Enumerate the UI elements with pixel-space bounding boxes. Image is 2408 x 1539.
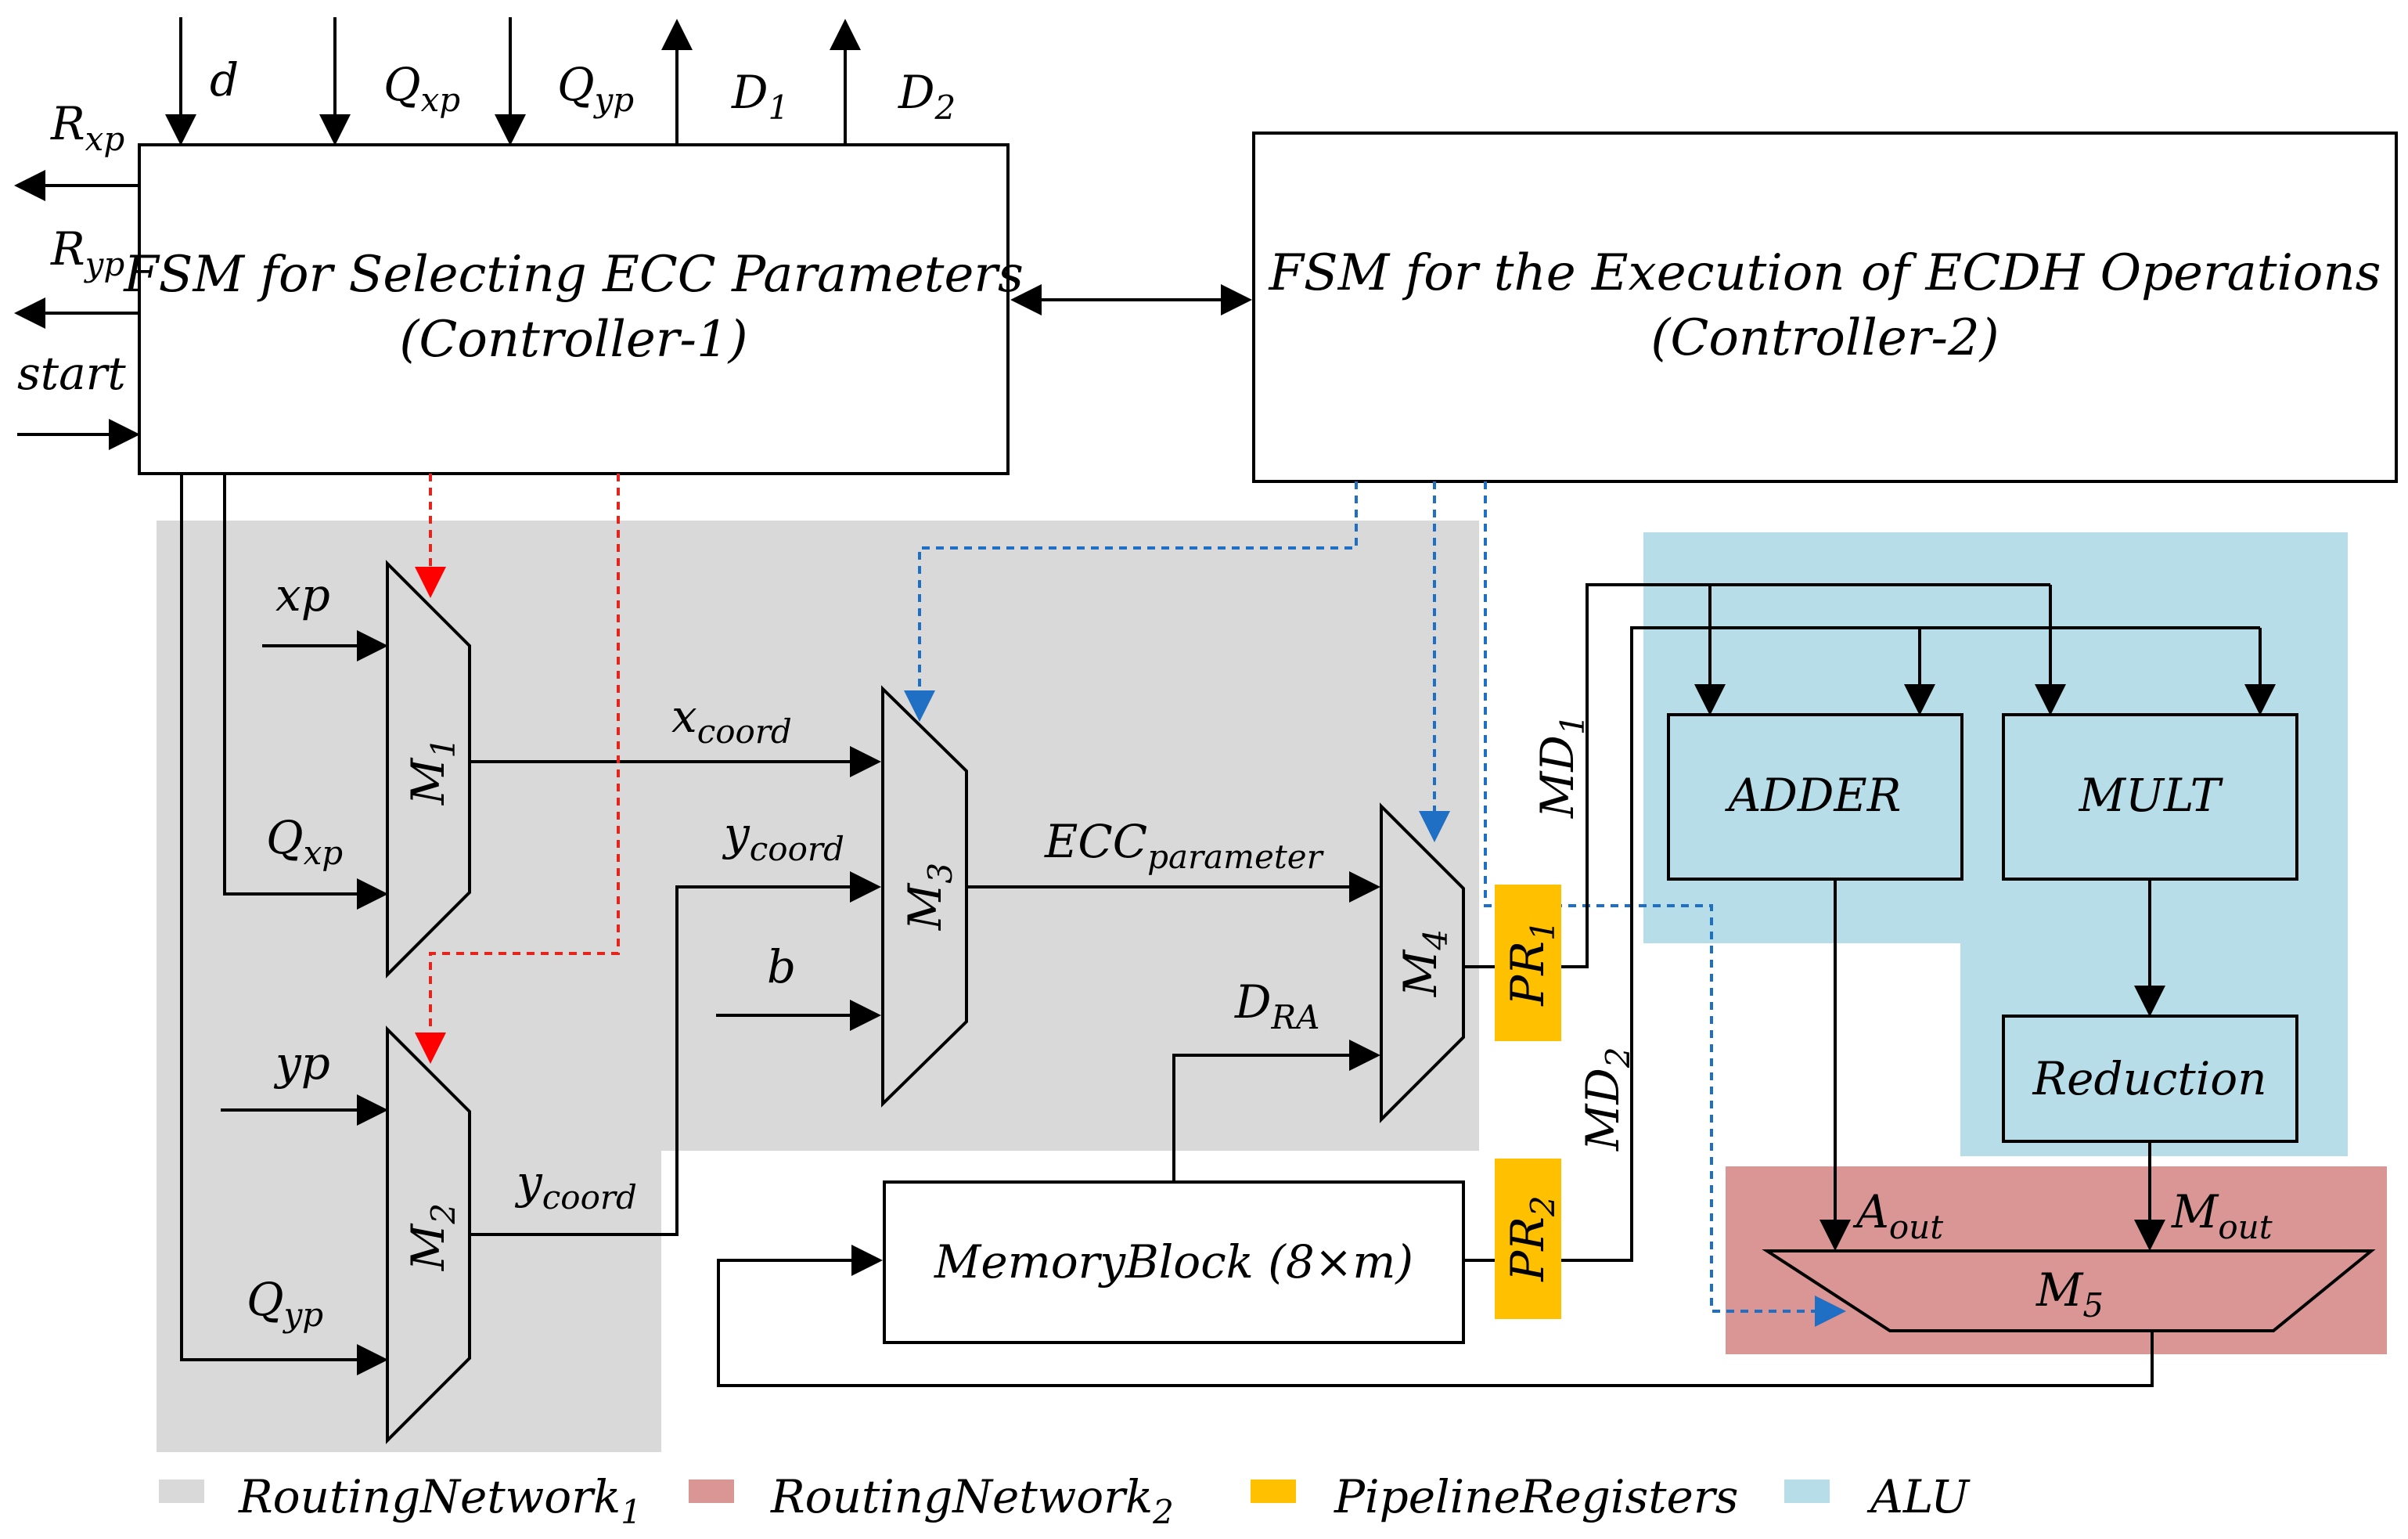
mux-m4: M4 — [1380, 802, 1465, 1123]
svg-text:MULT: MULT — [2079, 769, 2224, 822]
alu-mult: MULT — [2002, 713, 2298, 881]
svg-text:PipelineRegisters: PipelineRegisters — [1334, 1470, 1738, 1523]
svg-text:RoutingNetwork1: RoutingNetwork1 — [238, 1470, 642, 1531]
legend: RoutingNetwork1 RoutingNetwork2 Pipeline… — [159, 1470, 1971, 1531]
controller-1-subtitle: (Controller-1) — [399, 311, 747, 369]
controller-2-title: FSM for the Execution of ECDH Operations — [1268, 244, 2381, 302]
legend-item-routing-network-1: RoutingNetwork1 — [159, 1470, 642, 1531]
output-rxp-label: Rxp — [50, 97, 124, 158]
svg-text:ALU: ALU — [1866, 1470, 1971, 1523]
output-d1-label: D1 — [731, 66, 789, 127]
left-io: Rxp Ryp start — [14, 97, 140, 450]
m5-feedback-wire — [717, 1245, 2154, 1387]
svg-text:RoutingNetwork2: RoutingNetwork2 — [770, 1470, 1174, 1531]
signal-ecc-parameter-label: ECCparameter — [1044, 815, 1325, 876]
input-qxp-label: Qxp — [383, 58, 460, 119]
controller-2: FSM for the Execution of ECDH Operations… — [1252, 132, 2398, 483]
alu-output-wires: Aout Mout — [1819, 879, 2273, 1251]
pipeline-register-pr2: PR2 — [1495, 1159, 1562, 1319]
mux-m2: M2 — [386, 1025, 471, 1444]
input-qyp-label: Qyp — [557, 58, 634, 119]
signal-dra-label: DRA — [1234, 975, 1319, 1036]
legend-item-pipeline-registers: PipelineRegisters — [1251, 1470, 1738, 1523]
svg-text:PR1: PR1 — [1501, 920, 1562, 1006]
legend-item-alu: ALU — [1784, 1470, 1971, 1523]
input-start-label: start — [17, 347, 126, 400]
memory-block: MemoryBlock (8×m) — [883, 1180, 1465, 1344]
controller-2-subtitle: (Controller-2) — [1650, 309, 1999, 367]
svg-text:M4: M4 — [1394, 929, 1455, 997]
svg-text:M3: M3 — [898, 863, 959, 931]
output-ryp-label: Ryp — [50, 222, 124, 283]
controller-1-title: FSM for Selecting ECC Parameters — [123, 246, 1024, 304]
input-b-label: b — [767, 940, 796, 993]
top-io: d Qxp Qyp D1 D2 — [165, 17, 956, 146]
controller-1: FSM for Selecting ECC Parameters (Contro… — [123, 143, 1024, 475]
signal-aout-label: Aout — [1852, 1185, 1943, 1246]
svg-text:M5: M5 — [2035, 1263, 2104, 1325]
svg-text:ADDER: ADDER — [1725, 769, 1902, 822]
mux-m5: M5 — [1762, 1249, 2376, 1332]
svg-text:M1: M1 — [401, 737, 463, 806]
alu-adder: ADDER — [1667, 713, 1963, 881]
mux-m3: M3 — [881, 685, 968, 1108]
controller-1-control-signals — [415, 474, 620, 1064]
svg-text:Reduction: Reduction — [2032, 1052, 2266, 1105]
signal-ycoord-bottom-label: ycoord — [514, 1155, 637, 1216]
signal-mout-label: Mout — [2171, 1185, 2273, 1246]
signal-md2-label: MD2 — [1576, 1047, 1637, 1152]
mux-m1: M1 — [386, 560, 471, 979]
mux-interconnect: xcoord ycoord ycoord ECCparameter DRA — [470, 690, 1380, 1236]
signal-md1-label: MD1 — [1531, 714, 1592, 819]
mux-inputs: xp Qxp yp Qyp b — [180, 474, 881, 1375]
input-d-label: d — [210, 53, 239, 106]
input-qxp-mux-label: Qxp — [266, 811, 343, 872]
svg-text:MemoryBlock (8×m): MemoryBlock (8×m) — [934, 1235, 1413, 1289]
pipeline-register-pr1: PR1 — [1495, 885, 1562, 1041]
input-xp-label: xp — [275, 568, 330, 622]
input-qyp-mux-label: Qyp — [247, 1273, 323, 1334]
signal-xcoord-label: xcoord — [671, 690, 792, 751]
output-d2-label: D2 — [898, 66, 956, 127]
controller-2-control-signals — [904, 481, 1846, 1327]
alu-feed-wires: MD1 MD2 — [1531, 583, 2276, 1262]
input-yp-label: yp — [273, 1036, 330, 1090]
legend-item-routing-network-2: RoutingNetwork2 — [689, 1470, 1174, 1531]
svg-text:PR2: PR2 — [1501, 1195, 1562, 1281]
alu-reduction: Reduction — [2002, 1015, 2298, 1143]
svg-text:M2: M2 — [401, 1203, 463, 1271]
signal-ycoord-top-label: ycoord — [722, 807, 844, 868]
